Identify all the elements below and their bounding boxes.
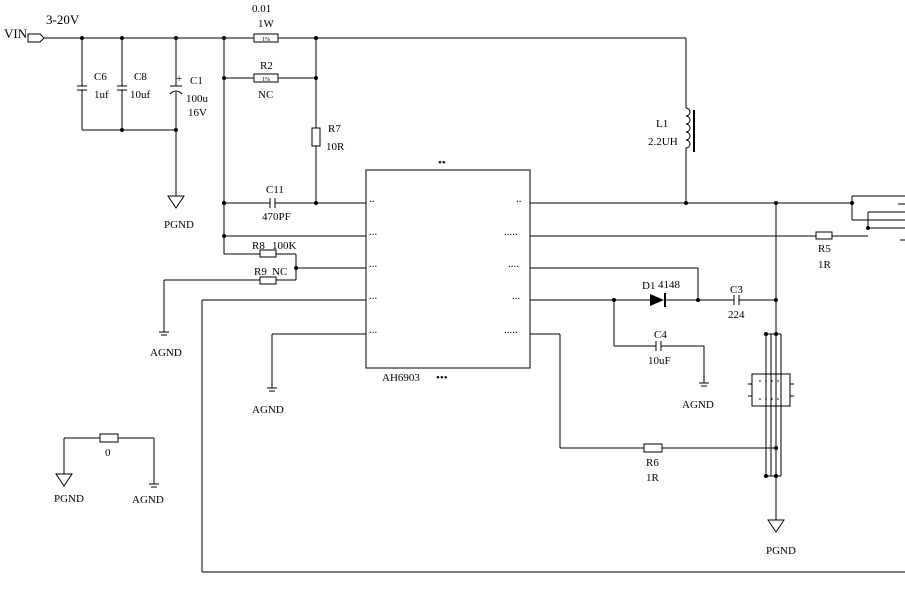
r8-value: 100K <box>272 240 297 252</box>
pgnd-ground-3: PGND <box>54 473 84 505</box>
pgnd-ground-1: PGND <box>164 195 194 231</box>
c1-ref: C1 <box>190 75 203 87</box>
r7-ref: R7 <box>328 123 341 135</box>
led-module <box>748 373 794 407</box>
junctions <box>80 36 870 478</box>
pgnd-label-2: PGND <box>766 545 796 557</box>
ic-name: AH6903 <box>382 372 420 384</box>
diode-d1: D1 4148 <box>642 279 681 307</box>
agnd-ground-1: AGND <box>150 331 182 359</box>
vin-range-label: 3-20V <box>46 12 80 27</box>
c11-ref: C11 <box>266 184 284 196</box>
resistor-r9: R9 NC <box>254 266 287 285</box>
inductor-l1: L1 2.2UH <box>648 107 695 154</box>
capacitor-c8: C8 10uf <box>117 71 151 101</box>
r5-value: 1R <box>818 259 832 271</box>
r5-ref: R5 <box>818 243 831 255</box>
capacitor-c1: + C1 100u 16V <box>169 73 209 119</box>
c6-ref: C6 <box>94 71 107 83</box>
resistor-zero-ohm-link: 0 <box>99 433 119 459</box>
vin-label: VIN <box>4 26 28 41</box>
pgnd-label-1: PGND <box>164 219 194 231</box>
c11-value: 470PF <box>262 211 291 223</box>
agnd-ground-2: AGND <box>252 387 284 416</box>
c6-value: 1uf <box>94 89 109 101</box>
c1-polarity: + <box>176 73 182 85</box>
r-link-value: 0 <box>105 447 111 459</box>
vin-port: VIN 3-20V <box>4 12 80 43</box>
agnd-label-3: AGND <box>682 399 714 411</box>
r2-ref: R2 <box>260 60 273 72</box>
ic-pin-l2: ... <box>369 226 378 238</box>
d1-ref: D1 <box>642 280 655 292</box>
r8-ref: R8 <box>252 240 265 252</box>
r2-tolerance: 1% <box>262 77 270 83</box>
agnd-label-2: AGND <box>252 404 284 416</box>
c4-ref: C4 <box>654 329 667 341</box>
ic-top-dots: •• <box>438 157 446 169</box>
ic-pin-l5: ... <box>369 324 378 336</box>
pgnd-ground-2: PGND <box>766 519 796 557</box>
wires <box>44 37 905 573</box>
resistor-r2: 1% R2 NC <box>253 60 279 101</box>
resistor-r6: R6 1R <box>643 443 663 484</box>
c3-value: 224 <box>728 309 745 321</box>
d1-value: 4148 <box>658 279 681 291</box>
r7-value: 10R <box>326 141 345 153</box>
c1-value: 100u <box>186 93 209 105</box>
ic-pin-r2: ..... <box>504 226 518 238</box>
ic-ah6903: •• AH6903 ••• .. ... ... ... ... .. ....… <box>365 157 531 384</box>
agnd-label-4: AGND <box>132 494 164 506</box>
ic-pin-r1: .. <box>516 193 522 205</box>
capacitor-c4: C4 10uF <box>648 329 671 367</box>
capacitor-c3: C3 224 <box>728 284 745 321</box>
c3-ref: C3 <box>730 284 743 296</box>
r-top-power: 1W <box>258 18 275 30</box>
resistor-r5: R5 1R <box>815 231 833 271</box>
r2-value: NC <box>258 89 273 101</box>
r9-value: NC <box>272 266 287 278</box>
c4-value: 10uF <box>648 355 671 367</box>
l1-value: 2.2UH <box>648 136 678 148</box>
r6-value: 1R <box>646 472 660 484</box>
c8-value: 10uf <box>130 89 151 101</box>
ic-pin-l4: ... <box>369 290 378 302</box>
ic-pin-l3: ... <box>369 258 378 270</box>
ic-pin-r5: ..... <box>504 324 518 336</box>
ic-bottom-dots: ••• <box>436 372 448 384</box>
c8-ref: C8 <box>134 71 147 83</box>
pgnd-label-3: PGND <box>54 493 84 505</box>
l1-ref: L1 <box>656 118 668 130</box>
r-top-value: 0.01 <box>252 3 271 15</box>
capacitor-c11: C11 470PF <box>262 184 291 223</box>
ic-pin-r3: .... <box>508 258 519 270</box>
resistor-r8: R8 100K <box>252 240 297 258</box>
ic-pin-r4: ... <box>512 290 521 302</box>
ic-pin-l1: .. <box>369 193 375 205</box>
r9-ref: R9 <box>254 266 267 278</box>
c1-voltage: 16V <box>188 107 207 119</box>
resistor-r7: R7 10R <box>311 123 345 153</box>
agnd-ground-3: AGND <box>682 382 714 411</box>
agnd-label-1: AGND <box>150 347 182 359</box>
agnd-ground-4: AGND <box>132 483 164 506</box>
r6-ref: R6 <box>646 457 659 469</box>
resistor-sense-top: 1% 0.01 1W <box>252 3 279 43</box>
capacitor-c6: C6 1uf <box>77 71 109 101</box>
r-top-tolerance: 1% <box>262 37 270 43</box>
